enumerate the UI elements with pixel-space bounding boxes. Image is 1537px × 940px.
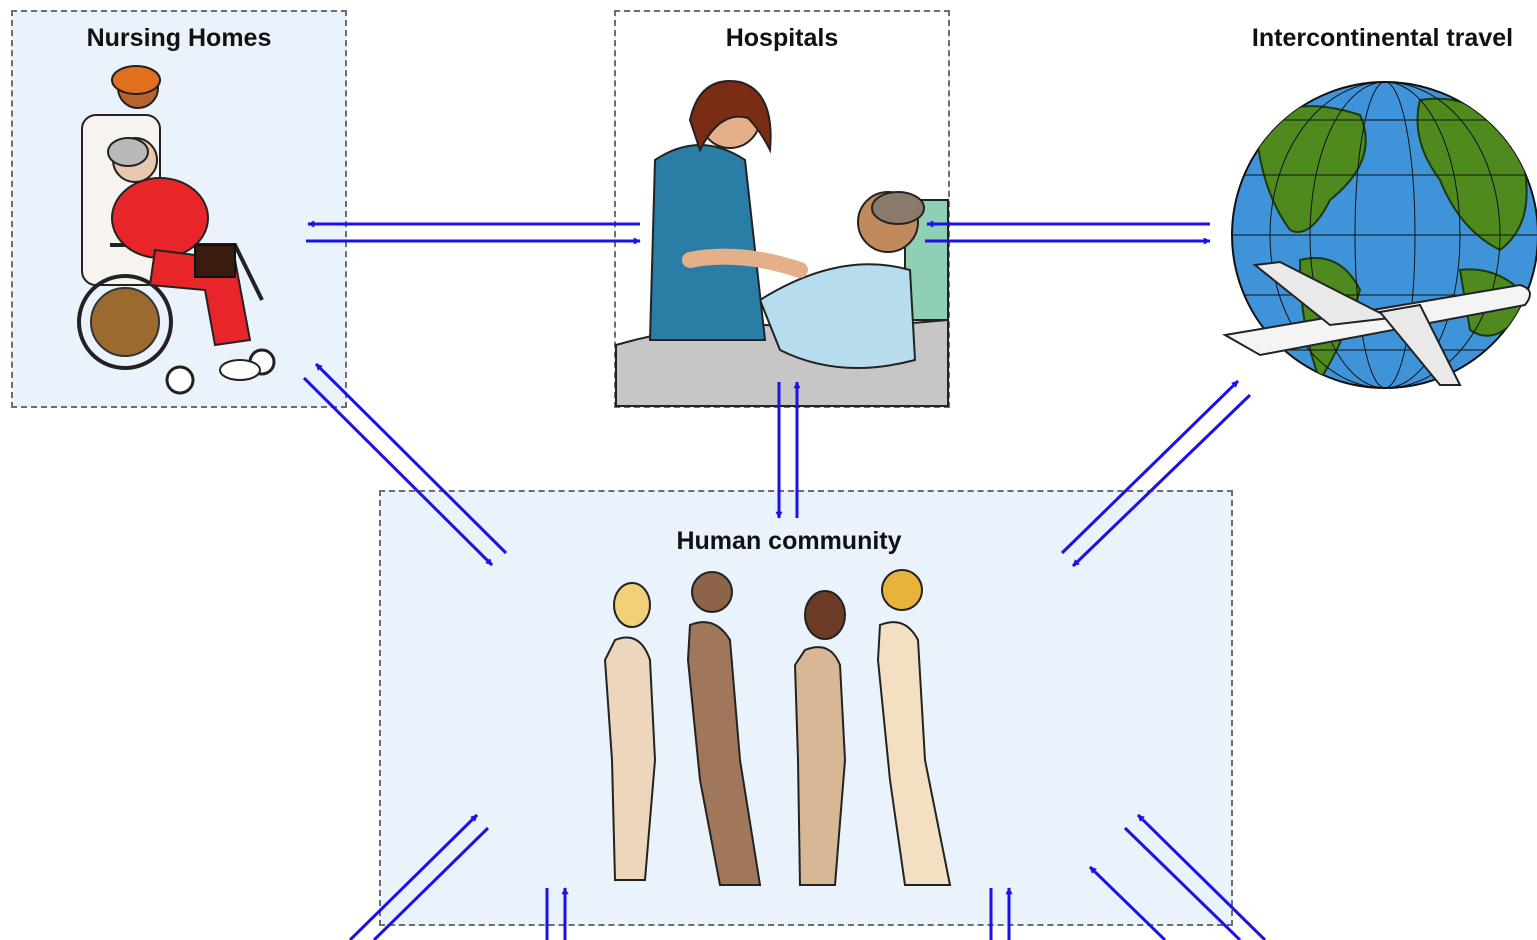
- arrow-in-bottom-right-inner: [1090, 867, 1165, 940]
- hospitals-label: Hospitals: [614, 24, 950, 53]
- person-3: [795, 591, 845, 885]
- intercontinental-travel-label: Intercontinental travel: [1230, 24, 1535, 53]
- arrow-out-bottom-left: [374, 828, 488, 940]
- nursing-homes-label: Nursing Homes: [11, 24, 347, 53]
- arrow-in-bottom-left: [350, 815, 477, 940]
- globe-with-airplane-icon: [1225, 82, 1537, 388]
- caregiver-with-wheelchair-patient-icon: [79, 66, 274, 393]
- arrow-out-bottom-right: [1125, 828, 1240, 940]
- human-community-label: Human community: [379, 527, 1199, 556]
- group-of-four-people-icon: [605, 570, 950, 885]
- person-1: [605, 583, 655, 880]
- arrow-in-bottom-right-outer: [1138, 815, 1265, 940]
- nurse-with-bedridden-patient-icon: [616, 12, 948, 406]
- person-4: [878, 570, 950, 885]
- arrow-community-to-nursing-homes: [316, 364, 506, 553]
- person-2: [688, 572, 760, 885]
